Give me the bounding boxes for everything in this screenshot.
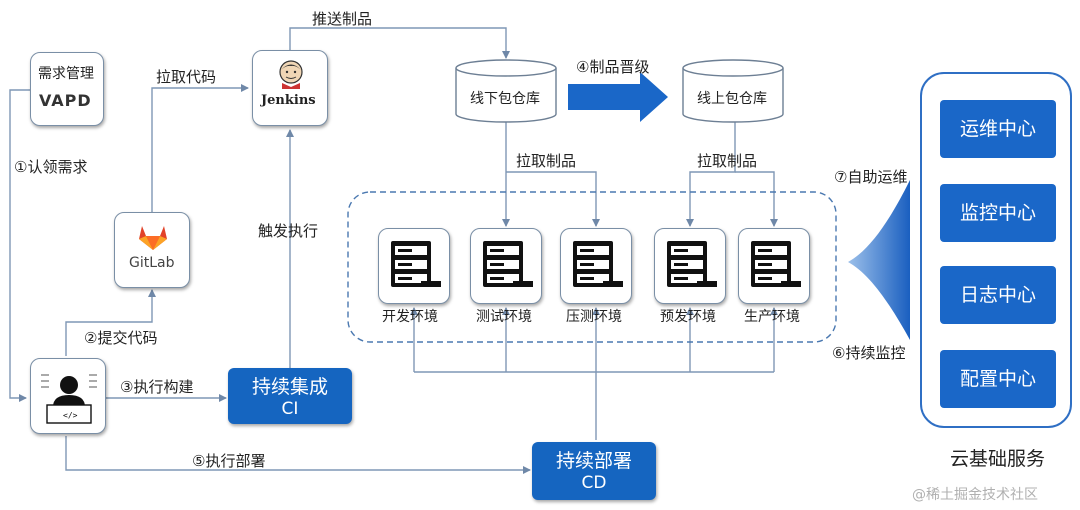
edge-claim-req bbox=[9, 89, 30, 402]
pull-artifact-label-online: 拉取制品 bbox=[697, 152, 758, 170]
cd-abbrev: CD bbox=[581, 473, 607, 493]
server-rack-icon bbox=[391, 241, 441, 287]
self-ops-label: ⑦自助运维 bbox=[834, 168, 908, 186]
env-label-stress: 压测环境 bbox=[566, 309, 622, 325]
jenkins-box[interactable]: Jenkins bbox=[252, 50, 328, 126]
env-server-test[interactable] bbox=[470, 228, 542, 304]
cloud-service-log[interactable]: 日志中心 bbox=[940, 266, 1056, 324]
gitlab-fox-icon bbox=[139, 226, 167, 250]
env-server-prod[interactable] bbox=[738, 228, 810, 304]
trigger-label: 触发执行 bbox=[258, 222, 319, 240]
online-repo-label: 线上包仓库 bbox=[697, 91, 767, 107]
pull-artifact-label-offline: 拉取制品 bbox=[516, 152, 577, 170]
svg-text:</>: </> bbox=[63, 411, 78, 420]
cloud-feedback-fan bbox=[848, 180, 910, 340]
ci-abbrev: CI bbox=[281, 399, 299, 419]
env-label-staging: 预发环境 bbox=[660, 309, 716, 325]
ci-title: 持续集成 bbox=[251, 376, 328, 398]
ci-box[interactable]: 持续集成 CI bbox=[228, 368, 352, 424]
promote-label: ④制品晋级 bbox=[576, 58, 650, 76]
cd-box[interactable]: 持续部署 CD bbox=[532, 442, 656, 500]
env-server-dev[interactable] bbox=[378, 228, 450, 304]
server-rack-icon bbox=[573, 241, 623, 287]
cloud-title: 云基础服务 bbox=[950, 448, 1046, 470]
online-repo-cylinder bbox=[682, 59, 784, 123]
vapd-caption: 需求管理 bbox=[38, 66, 94, 82]
exec-deploy-label: ⑤执行部署 bbox=[192, 452, 266, 470]
developer-box[interactable]: </> bbox=[30, 358, 106, 434]
cloud-service-monitor[interactable]: 监控中心 bbox=[940, 184, 1056, 242]
watermark: @稀土掘金技术社区 bbox=[912, 487, 1038, 503]
exec-build-label: ③执行构建 bbox=[120, 378, 194, 396]
server-rack-icon bbox=[751, 241, 801, 287]
env-label-prod: 生产环境 bbox=[744, 309, 800, 325]
cloud-service-ops[interactable]: 运维中心 bbox=[940, 100, 1056, 158]
jenkins-logo: Jenkins bbox=[261, 93, 316, 108]
push-artifact-label: 推送制品 bbox=[312, 10, 373, 28]
env-label-test: 测试环境 bbox=[476, 309, 532, 325]
env-label-dev: 开发环境 bbox=[382, 309, 438, 325]
edge-commit-code bbox=[65, 289, 156, 356]
env-server-staging[interactable] bbox=[654, 228, 726, 304]
jenkins-butler-icon bbox=[279, 60, 303, 89]
cloud-services-panel: 运维中心 监控中心 日志中心 配置中心 bbox=[920, 72, 1072, 428]
right-arrow-icon bbox=[568, 72, 668, 122]
gitlab-logo: GitLab bbox=[129, 255, 175, 271]
server-rack-icon bbox=[667, 241, 717, 287]
vapd-logo: VAPD bbox=[39, 91, 92, 110]
cd-title: 持续部署 bbox=[555, 450, 632, 472]
edge-push-artifact bbox=[289, 27, 510, 59]
edge-exec-deploy bbox=[65, 436, 531, 474]
cloud-service-config[interactable]: 配置中心 bbox=[940, 350, 1056, 408]
edge-pull-code bbox=[151, 84, 249, 212]
monitor-label: ⑥持续监控 bbox=[832, 344, 906, 362]
edge-pull-artifact-online bbox=[686, 118, 736, 227]
developer-at-computer-icon: </> bbox=[41, 374, 97, 424]
offline-repo-label: 线下包仓库 bbox=[470, 91, 540, 107]
environment-group-border bbox=[347, 191, 837, 343]
claim-req-label: ①认领需求 bbox=[14, 158, 88, 176]
offline-repo-cylinder bbox=[455, 59, 557, 123]
pull-code-label: 拉取代码 bbox=[156, 68, 217, 86]
vapd-box[interactable]: 需求管理 VAPD bbox=[30, 52, 104, 126]
server-rack-icon bbox=[483, 241, 533, 287]
commit-code-label: ②提交代码 bbox=[84, 329, 158, 347]
gitlab-box[interactable]: GitLab bbox=[114, 212, 190, 288]
env-server-stress[interactable] bbox=[560, 228, 632, 304]
